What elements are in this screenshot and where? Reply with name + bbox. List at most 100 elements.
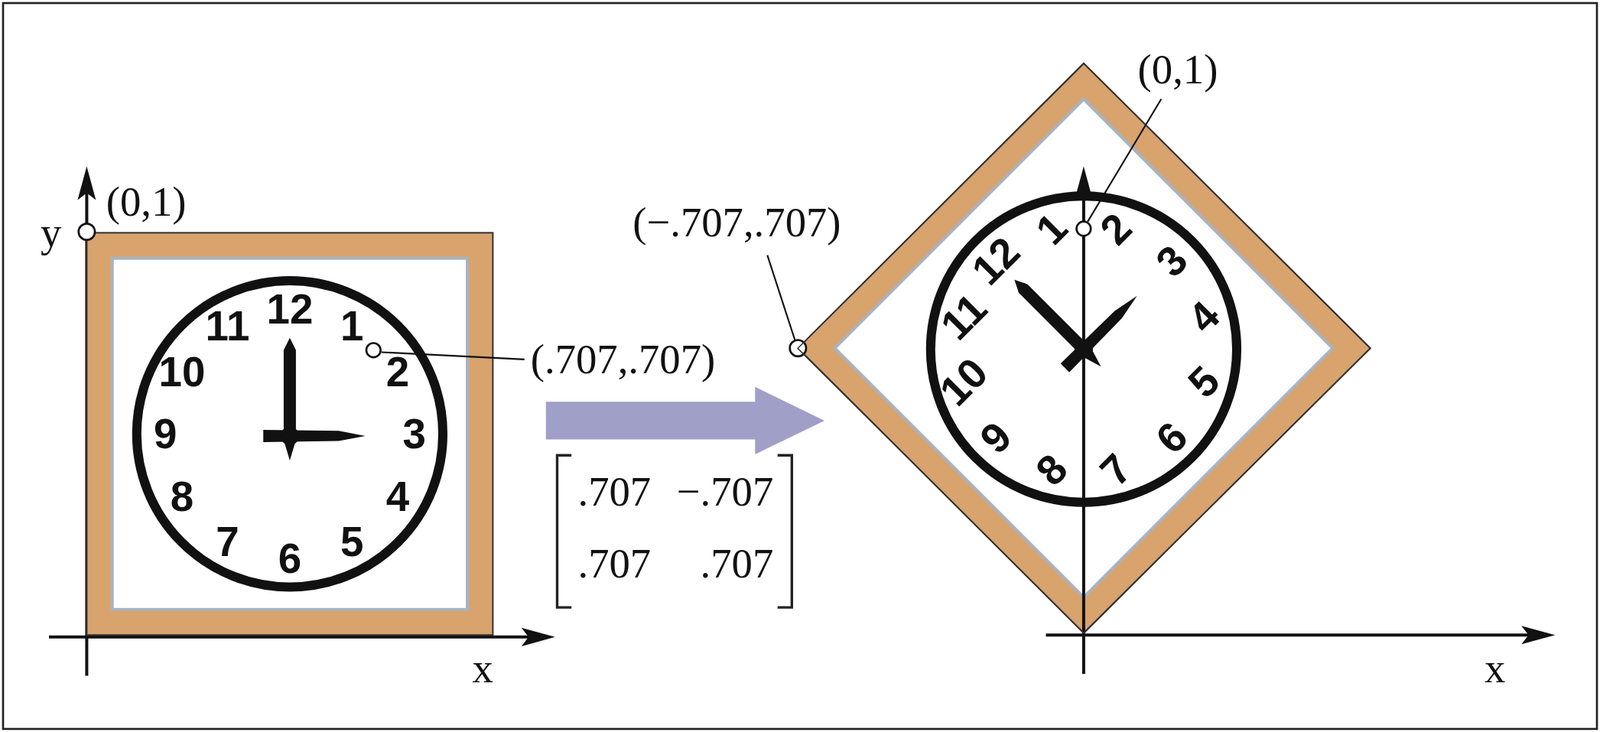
numeral-slot: 1 bbox=[1027, 204, 1077, 254]
numeral-slot: 6 bbox=[278, 535, 302, 582]
block-arrow bbox=[546, 386, 825, 455]
numeral-slot: 4 bbox=[386, 473, 410, 520]
clock-hub bbox=[280, 426, 300, 446]
label-slot: x bbox=[1484, 645, 1506, 692]
clock-numeral: 2 bbox=[386, 348, 410, 395]
numeral-slot: 12 bbox=[266, 286, 313, 332]
clock-numeral: 4 bbox=[386, 473, 410, 520]
clock-numeral: 5 bbox=[340, 518, 364, 565]
clock-numeral: 7 bbox=[215, 518, 239, 565]
clock-numeral: 10 bbox=[930, 348, 997, 415]
clock-numeral: 1 bbox=[340, 302, 364, 349]
clock-dial bbox=[136, 280, 443, 587]
label-slot: .707 bbox=[700, 540, 774, 587]
matrix-bracket bbox=[777, 455, 793, 608]
point-marker bbox=[78, 223, 95, 240]
clock-numeral: 7 bbox=[1091, 445, 1141, 495]
clock-numeral: 1 bbox=[1027, 204, 1077, 254]
numeral-slot: 1 bbox=[340, 302, 364, 349]
label-slot: (0,1) bbox=[1138, 46, 1219, 93]
matrix-entry: .707 bbox=[700, 540, 774, 587]
numeral-slot: 3 bbox=[1147, 236, 1197, 286]
numeral-slot: 7 bbox=[1091, 445, 1141, 495]
clock-numeral: 11 bbox=[205, 302, 251, 349]
numeral-slot: 2 bbox=[1091, 204, 1141, 254]
clock-numeral: 10 bbox=[159, 348, 206, 395]
label-slot: x bbox=[471, 645, 493, 692]
rotated-clock-frame: 121234567891011 bbox=[797, 63, 1370, 634]
clock-numeral: 6 bbox=[1147, 413, 1197, 462]
minute-hand bbox=[1010, 275, 1106, 371]
clock-numeral: 8 bbox=[170, 473, 194, 520]
hour-hand bbox=[1060, 291, 1142, 373]
clock-numeral: 12 bbox=[266, 286, 313, 332]
label-slot: (0,1) bbox=[106, 178, 187, 225]
clock-numeral: 8 bbox=[1027, 445, 1077, 495]
axis-arrowhead bbox=[1074, 166, 1093, 201]
diamond-outline bbox=[797, 63, 1370, 634]
y-axis bbox=[1082, 188, 1086, 674]
x-axis bbox=[1046, 633, 1532, 637]
numeral-slot: 12 bbox=[962, 228, 1029, 295]
coordinate-label: (.707,.707) bbox=[530, 336, 716, 383]
numeral-slot: 5 bbox=[340, 518, 364, 565]
axis-arrowhead bbox=[77, 166, 96, 201]
label-slot: .707 bbox=[578, 468, 652, 515]
clock-frame: 12 12 3 45678 9 1011 bbox=[86, 232, 493, 635]
numeral-slot: 11 bbox=[931, 285, 996, 349]
clock-numeral: 11 bbox=[931, 285, 996, 349]
axis-arrowhead bbox=[1521, 625, 1555, 644]
numeral-slot: 5 bbox=[1179, 357, 1229, 407]
label-slot: (.707,.707) bbox=[530, 336, 716, 383]
numeral-slot: 10 bbox=[159, 348, 206, 395]
clock-numeral: 2 bbox=[1091, 204, 1141, 254]
hour-hand bbox=[263, 429, 365, 443]
numeral-slot: 9 bbox=[971, 413, 1021, 462]
axis-label: y bbox=[40, 209, 62, 256]
matrix-bracket bbox=[556, 455, 572, 608]
frame-mat bbox=[112, 258, 468, 610]
numeral-slot: 11 bbox=[205, 302, 251, 349]
label-slot: (−.707,.707) bbox=[632, 199, 841, 246]
matrix-entry: .707 bbox=[578, 468, 652, 515]
coordinate-label: (0,1) bbox=[1138, 46, 1219, 93]
label-slot: −.707 bbox=[676, 468, 774, 515]
clock-numeral: 12 bbox=[962, 228, 1029, 295]
clock-numeral: 9 bbox=[153, 410, 177, 457]
label-slot: .707 bbox=[578, 540, 652, 587]
matrix-entry: −.707 bbox=[676, 468, 774, 515]
clock-numeral: 9 bbox=[971, 413, 1021, 462]
point-marker bbox=[1076, 221, 1092, 237]
axis-label: x bbox=[1484, 645, 1506, 692]
numeral-slot: 9 bbox=[153, 410, 177, 457]
numeral-slot: 8 bbox=[1027, 445, 1077, 495]
numeral-slot: 4 bbox=[1179, 292, 1229, 342]
matrix-entry: .707 bbox=[578, 540, 652, 587]
numeral-slot: 8 bbox=[170, 473, 194, 520]
clock-numeral: 6 bbox=[278, 535, 302, 582]
axis-label: x bbox=[471, 645, 493, 692]
diamond-outline bbox=[797, 63, 1370, 634]
numeral-slot: 2 bbox=[386, 348, 410, 395]
axis-arrowhead bbox=[521, 627, 556, 647]
clock-numeral: 4 bbox=[1179, 292, 1229, 342]
clock-numeral: 5 bbox=[1179, 357, 1229, 407]
label-slot: y bbox=[40, 209, 62, 256]
figure-border bbox=[3, 3, 1597, 729]
x-axis bbox=[48, 635, 531, 639]
point-marker bbox=[366, 342, 381, 358]
coordinate-label: (0,1) bbox=[106, 178, 187, 225]
leader-line bbox=[1087, 98, 1161, 222]
numeral-slot: 7 bbox=[215, 518, 239, 565]
clock-numeral: 3 bbox=[1147, 236, 1197, 286]
clock-numeral: 3 bbox=[402, 410, 426, 457]
coordinate-label: (−.707,.707) bbox=[632, 199, 841, 246]
numeral-slot: 6 bbox=[1147, 413, 1197, 462]
numeral-slot: 10 bbox=[930, 348, 997, 415]
numeral-slot: 3 bbox=[402, 410, 426, 457]
